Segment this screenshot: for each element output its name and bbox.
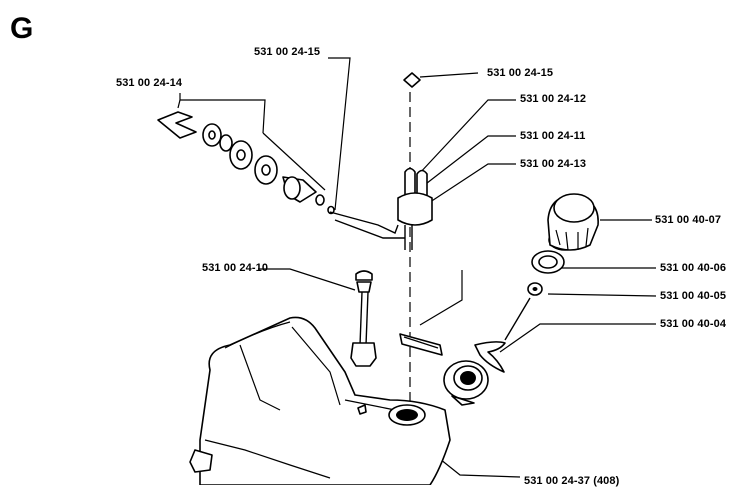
washer-top <box>403 72 421 88</box>
label-531-00-40-06: 531 00 40-06 <box>660 262 727 274</box>
hose-clamp-set <box>157 111 335 215</box>
seal <box>527 282 543 296</box>
label-531-00-24-13: 531 00 24-13 <box>520 158 587 170</box>
filler-neck <box>443 360 489 406</box>
label-531-00-24-37: 531 00 24-37 (408) <box>524 475 620 487</box>
vent-valve-assembly <box>329 167 433 250</box>
label-531-00-40-05: 531 00 40-05 <box>660 290 727 302</box>
label-531-00-24-15-right: 531 00 24-15 <box>487 67 554 79</box>
leader-lines <box>177 57 657 485</box>
label-531-00-40-07: 531 00 40-07 <box>655 214 722 226</box>
fuel-pickup <box>350 270 377 367</box>
label-531-00-24-14: 531 00 24-14 <box>116 77 183 89</box>
label-531-00-24-11: 531 00 24-11 <box>520 130 586 142</box>
label-531-00-24-12: 531 00 24-12 <box>520 93 587 105</box>
grommet <box>189 449 213 473</box>
label-531-00-40-04: 531 00 40-04 <box>660 318 727 330</box>
retainer-strap <box>474 297 531 373</box>
section-letter: G <box>10 12 34 45</box>
tank-cap <box>547 193 599 251</box>
cap-gasket <box>531 250 565 274</box>
label-531-00-24-15-top: 531 00 24-15 <box>254 46 321 58</box>
label-531-00-24-10: 531 00 24-10 <box>202 262 269 274</box>
fuel-tank <box>199 316 451 486</box>
